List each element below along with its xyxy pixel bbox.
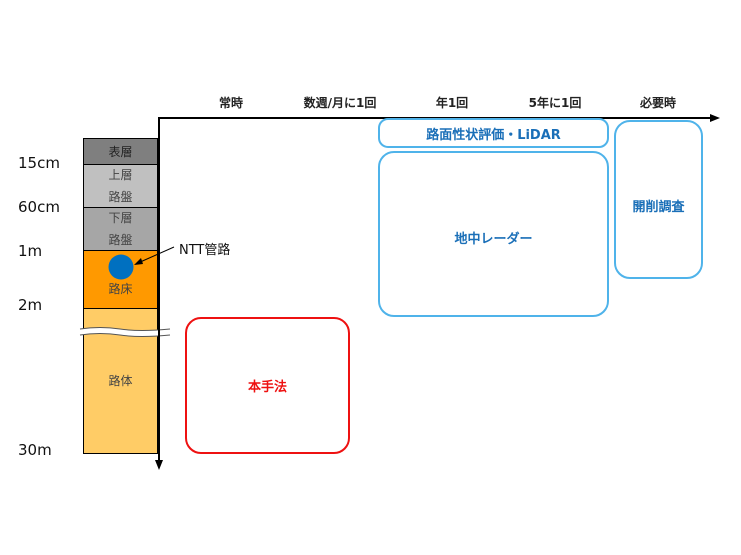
freq-as-needed: 必要時	[639, 96, 677, 110]
freq-weekly-monthly: 数週/月に1回	[303, 96, 377, 110]
method-proposed: 本手法	[185, 317, 350, 454]
ntt-pipe-label: NTT管路	[179, 243, 231, 258]
method-proposed-label: 本手法	[247, 380, 287, 395]
layer-upper-base: 上層路盤	[83, 164, 158, 208]
layer-lower-base: 下層路盤	[83, 207, 158, 251]
freq-yearly: 年1回	[435, 96, 469, 110]
layer-embankment-label: 路体	[108, 374, 133, 388]
depth-30m: 30m	[18, 441, 52, 459]
layer-surface-label: 表層	[108, 144, 133, 159]
freq-5yearly: 5年に1回	[528, 96, 582, 110]
method-excavation-label: 開削調査	[632, 200, 685, 215]
layer-subgrade-label: 路床	[108, 282, 133, 296]
method-lidar-label: 路面性状評価・LiDAR	[426, 127, 561, 143]
layer-label: 下層	[108, 211, 133, 225]
method-lidar: 路面性状評価・LiDAR	[378, 118, 609, 148]
depth-15cm: 15cm	[18, 154, 60, 172]
layer-label: 上層	[108, 168, 133, 182]
pipe-pointer-arrow	[134, 258, 143, 265]
layer-label: 路盤	[108, 190, 133, 204]
method-excavation: 開削調査	[614, 120, 703, 279]
break-mark	[80, 327, 170, 337]
break-lines	[79, 327, 171, 337]
depth-60cm: 60cm	[18, 198, 60, 216]
pipe-pointer	[137, 246, 175, 264]
frequency-axis-arrow	[710, 114, 720, 122]
depth-axis-arrow	[155, 460, 163, 470]
method-gpr: 地中レーダー	[378, 151, 609, 317]
method-gpr-label: 地中レーダー	[454, 231, 533, 247]
depth-2m: 2m	[18, 296, 43, 314]
ntt-pipe	[108, 254, 134, 280]
layer-surface: 表層	[83, 138, 158, 165]
depth-1m: 1m	[18, 242, 43, 260]
layer-label: 路盤	[108, 233, 133, 247]
freq-always: 常時	[218, 96, 244, 110]
